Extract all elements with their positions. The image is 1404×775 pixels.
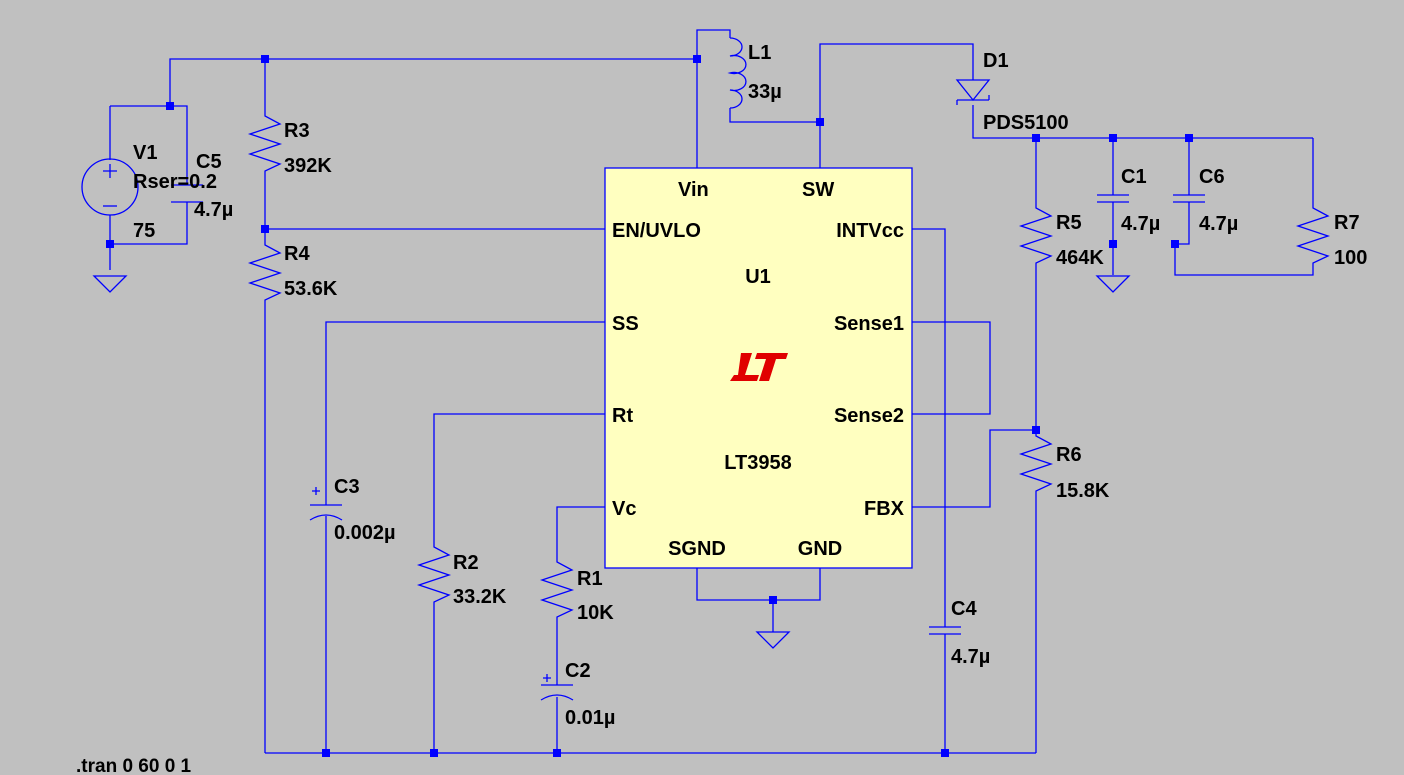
resistor-r7[interactable]	[1295, 205, 1331, 268]
v1-name-label: V1	[133, 142, 157, 164]
r6-value-label: 15.8K	[1056, 480, 1110, 502]
pin-rt-label: Rt	[612, 405, 633, 427]
r7-value-label: 100	[1334, 247, 1367, 269]
resistor-r2[interactable]	[416, 542, 452, 610]
c4-value-label: 4.7µ	[951, 646, 990, 668]
c6-value-label: 4.7µ	[1199, 213, 1238, 235]
spice-directive[interactable]: .tran 0 60 0 1	[76, 756, 192, 775]
pin-vin-label: Vin	[678, 179, 709, 201]
inductor-l1[interactable]	[727, 37, 747, 109]
r3-value-label: 392K	[284, 155, 332, 177]
ground-icon-ic	[755, 631, 791, 649]
c2-name-label: C2	[565, 660, 591, 682]
pin-vc-label: Vc	[612, 498, 636, 520]
pin-sgnd-label: SGND	[668, 538, 726, 560]
v1-param-label: Rser=0.2	[133, 171, 217, 193]
d1-name-label: D1	[983, 50, 1009, 72]
c3-value-label: 0.002µ	[334, 522, 396, 544]
linear-technology-logo-icon	[730, 353, 788, 381]
diode-d1[interactable]	[955, 79, 991, 105]
pin-en-uvlo-label: EN/UVLO	[612, 220, 701, 242]
capacitor-c1[interactable]	[1097, 194, 1129, 203]
capacitor-c3[interactable]	[309, 487, 343, 521]
r4-value-label: 53.6K	[284, 278, 338, 300]
ic-body[interactable]	[604, 167, 913, 569]
r6-name-label: R6	[1056, 444, 1082, 466]
capacitor-c6[interactable]	[1173, 194, 1205, 203]
r1-value-label: 10K	[577, 602, 614, 624]
c5-value-label: 4.7µ	[194, 199, 233, 221]
l1-value-label: 33µ	[748, 81, 782, 103]
resistor-r3[interactable]	[247, 113, 283, 178]
resistor-r4[interactable]	[247, 242, 283, 305]
r1-name-label: R1	[577, 568, 603, 590]
pin-gnd-label: GND	[798, 538, 842, 560]
c3-name-label: C3	[334, 476, 360, 498]
wires	[109, 29, 1314, 754]
r3-name-label: R3	[284, 120, 310, 142]
r7-name-label: R7	[1334, 212, 1360, 234]
c1-value-label: 4.7µ	[1121, 213, 1160, 235]
r4-name-label: R4	[284, 243, 310, 265]
r2-name-label: R2	[453, 552, 479, 574]
resistor-r6[interactable]	[1018, 430, 1054, 498]
pin-sense2-label: Sense2	[834, 405, 904, 427]
v1-value-label: 75	[133, 220, 155, 242]
ground-icon-c1	[1095, 275, 1131, 293]
voltage-source-v1[interactable]	[81, 158, 139, 216]
r5-name-label: R5	[1056, 212, 1082, 234]
c6-name-label: C6	[1199, 166, 1225, 188]
pin-intvcc-label: INTVcc	[836, 220, 904, 242]
resistor-r5[interactable]	[1018, 205, 1054, 268]
capacitor-c4[interactable]	[929, 626, 961, 635]
pin-sense1-label: Sense1	[834, 313, 904, 335]
c2-value-label: 0.01µ	[565, 707, 615, 729]
c4-name-label: C4	[951, 598, 977, 620]
capacitor-c2[interactable]	[540, 674, 574, 701]
pin-ss-label: SS	[612, 313, 639, 335]
c5-name-label: C5	[196, 151, 222, 173]
r5-value-label: 464K	[1056, 247, 1104, 269]
pin-sw-label: SW	[802, 179, 834, 201]
d1-value-label: PDS5100	[983, 112, 1069, 134]
l1-name-label: L1	[748, 42, 771, 64]
ground-icon-v1	[92, 275, 128, 293]
ic-part-label: LT3958	[724, 452, 791, 474]
resistor-r1[interactable]	[539, 557, 575, 625]
r2-value-label: 33.2K	[453, 586, 507, 608]
capacitor-c5[interactable]	[171, 184, 203, 203]
pin-fbx-label: FBX	[864, 498, 905, 520]
ic-name-label: U1	[745, 266, 771, 288]
c1-name-label: C1	[1121, 166, 1147, 188]
